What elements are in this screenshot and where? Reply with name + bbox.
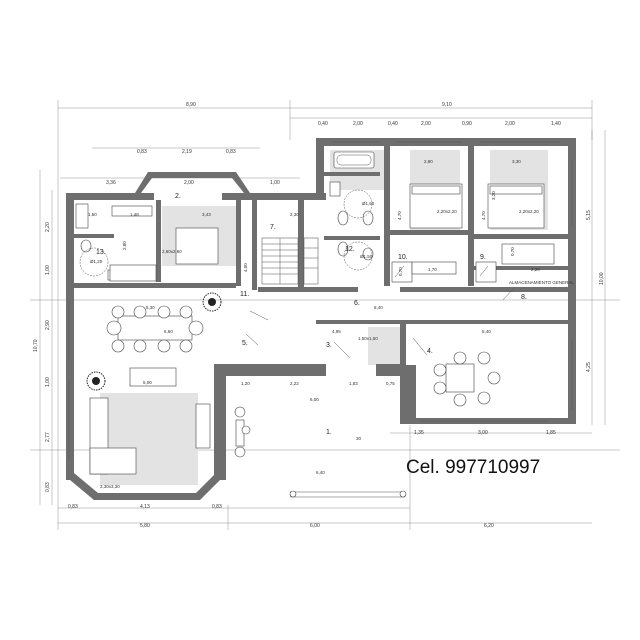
svg-text:2,20x2,20: 2,20x2,20 [437,209,457,214]
svg-text:3,00: 3,00 [478,430,488,436]
svg-text:0,83: 0,83 [45,482,51,492]
svg-text:0,70: 0,70 [510,247,515,256]
room-10: 10. [398,254,408,261]
svg-text:8,90: 8,90 [186,102,196,108]
svg-text:4,70: 4,70 [397,211,402,220]
svg-text:1,20: 1,20 [241,381,250,386]
svg-text:2,77: 2,77 [45,432,51,442]
room-dimension-labels: 2,20x2,20 2,20x2,20 2,60x2,60 3,30x3,30 … [88,159,574,489]
stairs [261,237,319,285]
plant-icon [86,292,222,391]
windows [68,141,573,498]
svg-text:4,13: 4,13 [140,504,150,510]
svg-text:0,70: 0,70 [398,267,403,276]
svg-text:6,20: 6,20 [484,523,494,529]
room-1: 1. [326,429,332,436]
svg-text:5,40: 5,40 [482,329,491,334]
svg-text:2,20x2,20: 2,20x2,20 [519,209,539,214]
room-12: 12. [345,246,355,253]
svg-text:3,30: 3,30 [512,159,521,164]
svg-text:5,00: 5,00 [143,380,152,385]
svg-text:2,20: 2,20 [45,222,51,232]
dimension-lines [30,100,620,530]
svg-text:2,00: 2,00 [421,121,431,127]
svg-text:0,83: 0,83 [226,149,236,155]
svg-text:1,50x1,50: 1,50x1,50 [358,336,378,341]
svg-text:2,22: 2,22 [290,381,299,386]
svg-text:1,70: 1,70 [428,267,437,272]
svg-text:1,00: 1,00 [270,180,280,186]
room-3: 3. [326,342,332,349]
svg-text:1,40: 1,40 [551,121,561,127]
svg-text:1,83: 1,83 [349,381,358,386]
svg-text:30: 30 [356,436,362,441]
svg-text:1,85: 1,85 [546,430,556,436]
svg-text:3,20: 3,20 [491,191,496,200]
svg-text:10,00: 10,00 [599,272,605,285]
svg-text:3,30x3,30: 3,30x3,30 [100,484,120,489]
svg-text:6,00: 6,00 [310,523,320,529]
svg-text:10,70: 10,70 [33,339,39,352]
svg-text:5,30: 5,30 [146,305,155,310]
svg-text:0,83: 0,83 [68,504,78,510]
svg-text:0,83: 0,83 [212,504,222,510]
svg-text:4,70: 4,70 [481,211,486,220]
svg-text:2,00: 2,00 [184,180,194,186]
svg-text:4,25: 4,25 [586,362,592,372]
svg-text:Ø1,20: Ø1,20 [90,259,103,264]
room-5: 5. [242,340,248,347]
svg-text:ALMACENAMIENTO GENERAL: ALMACENAMIENTO GENERAL [509,280,574,285]
svg-text:1,00: 1,00 [45,377,51,387]
svg-text:Ø1,50: Ø1,50 [360,254,373,259]
svg-text:0,40: 0,40 [318,121,328,127]
room-13: 13. [96,249,106,256]
svg-text:5,80: 5,80 [140,523,150,529]
svg-text:2,19: 2,19 [182,149,192,155]
doors [245,265,514,359]
svg-text:6,00: 6,00 [310,397,319,402]
svg-text:2,20: 2,20 [531,267,540,272]
svg-text:6,60: 6,60 [164,329,173,334]
svg-text:4,00: 4,00 [243,263,248,272]
svg-text:5,15: 5,15 [586,210,592,220]
phone-number: Cel. 997710997 [406,457,541,478]
svg-text:4,95: 4,95 [332,329,341,334]
svg-text:9,10: 9,10 [442,102,452,108]
svg-text:2,30: 2,30 [290,212,299,217]
svg-text:8,40: 8,40 [374,305,383,310]
svg-text:3,43: 3,43 [202,212,211,217]
svg-text:2,90: 2,90 [45,320,51,330]
svg-text:0,40: 0,40 [388,121,398,127]
room-4: 4. [427,348,433,355]
fixtures [75,151,555,475]
room-7: 7. [270,224,276,231]
svg-text:0,75: 0,75 [386,381,395,386]
room-11: 11. [240,291,249,298]
dimension-labels: 8,90 9,10 0,40 2,00 0,40 2,00 0,90 2,00 … [33,102,605,529]
svg-text:2,80: 2,80 [122,241,127,250]
svg-text:0,83: 0,83 [137,149,147,155]
svg-text:2,00: 2,00 [353,121,363,127]
svg-text:0,90: 0,90 [462,121,472,127]
svg-text:1,00: 1,00 [45,265,51,275]
room-numbers: 1. 2. 3. 4. 5. 6. 7. 8. 9. 10. 11. 12. 1… [96,193,527,436]
room-2: 2. [175,193,181,200]
svg-text:1,48: 1,48 [130,212,139,217]
svg-text:2,60x2,60: 2,60x2,60 [162,249,182,254]
svg-text:6,40: 6,40 [316,470,325,475]
room-9: 9. [480,254,486,261]
svg-text:2,00: 2,00 [505,121,515,127]
room-6: 6. [354,300,360,307]
svg-text:1,50: 1,50 [88,212,97,217]
svg-text:2,80: 2,80 [424,159,433,164]
svg-text:Ø1,50: Ø1,50 [362,201,375,206]
svg-text:1,35: 1,35 [414,430,424,436]
room-8: 8. [521,294,527,301]
svg-text:3,36: 3,36 [106,180,116,186]
